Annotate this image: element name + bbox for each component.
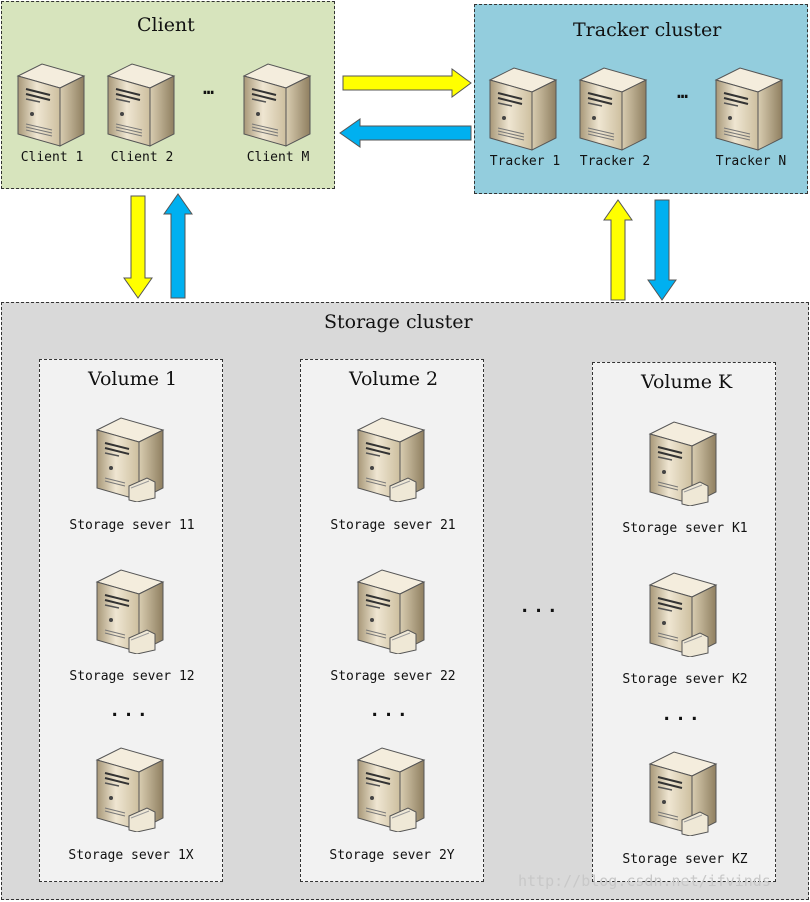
- tracker-to-storage-arrow: [647, 199, 677, 301]
- tracker-2-label: Tracker 2: [579, 154, 651, 169]
- tracker-1-label: Tracker 1: [489, 154, 561, 169]
- volume-k-title: Volume K: [641, 371, 733, 393]
- storage-server-12-icon: [95, 568, 167, 654]
- client-to-tracker-arrow: [342, 68, 472, 98]
- storage-server-2y-label: Storage sever 2Y: [329, 848, 455, 863]
- storage-server-kz-label: Storage sever KZ: [622, 852, 748, 867]
- client-to-storage-arrow: [123, 195, 153, 299]
- storage-server-2y-icon: [356, 746, 428, 832]
- storage-cluster-title: Storage cluster: [324, 311, 473, 333]
- storage-server-21-icon: [356, 416, 428, 502]
- client-1-label: Client 1: [20, 150, 84, 165]
- tracker-n-server-icon: [714, 66, 786, 152]
- volume-1-title: Volume 1: [88, 368, 178, 390]
- volume-1-ellipsis: ...: [109, 700, 151, 721]
- storage-to-tracker-arrow: [603, 199, 633, 301]
- storage-server-k2-label: Storage sever K2: [622, 672, 748, 687]
- tracker-1-server-icon: [488, 66, 560, 152]
- volume-2-title: Volume 2: [349, 368, 439, 390]
- volumes-ellipsis: ...: [519, 596, 561, 617]
- storage-server-k1-icon: [648, 420, 720, 506]
- client-1-server-icon: [16, 62, 88, 148]
- client-cluster-title: Client: [137, 14, 195, 36]
- storage-server-k1-label: Storage sever K1: [622, 521, 748, 536]
- storage-server-k2-icon: [648, 571, 720, 657]
- watermark: http://blog.csdn.net/ifvinds: [518, 872, 771, 890]
- client-2-label: Client 2: [110, 150, 174, 165]
- storage-server-1x-icon: [95, 746, 167, 832]
- storage-server-kz-icon: [648, 750, 720, 836]
- client-2-server-icon: [106, 62, 178, 148]
- storage-to-client-arrow: [163, 193, 193, 299]
- tracker-cluster-title: Tracker cluster: [573, 19, 722, 41]
- storage-server-21-label: Storage sever 21: [330, 518, 456, 533]
- tracker-2-server-icon: [578, 66, 650, 152]
- storage-server-22-label: Storage sever 22: [330, 669, 456, 684]
- client-m-label: Client M: [246, 150, 310, 165]
- client-m-server-icon: [242, 62, 314, 148]
- storage-server-12-label: Storage sever 12: [69, 669, 195, 684]
- volume-k-ellipsis: ...: [661, 704, 703, 725]
- storage-server-1x-label: Storage sever 1X: [68, 848, 194, 863]
- storage-server-11-label: Storage sever 11: [69, 518, 195, 533]
- volume-2-ellipsis: ...: [369, 700, 411, 721]
- tracker-ellipsis: …: [677, 82, 691, 103]
- tracker-to-client-arrow: [339, 118, 472, 148]
- client-ellipsis: …: [203, 78, 217, 99]
- storage-server-22-icon: [356, 568, 428, 654]
- tracker-n-label: Tracker N: [715, 154, 787, 169]
- storage-server-11-icon: [95, 416, 167, 502]
